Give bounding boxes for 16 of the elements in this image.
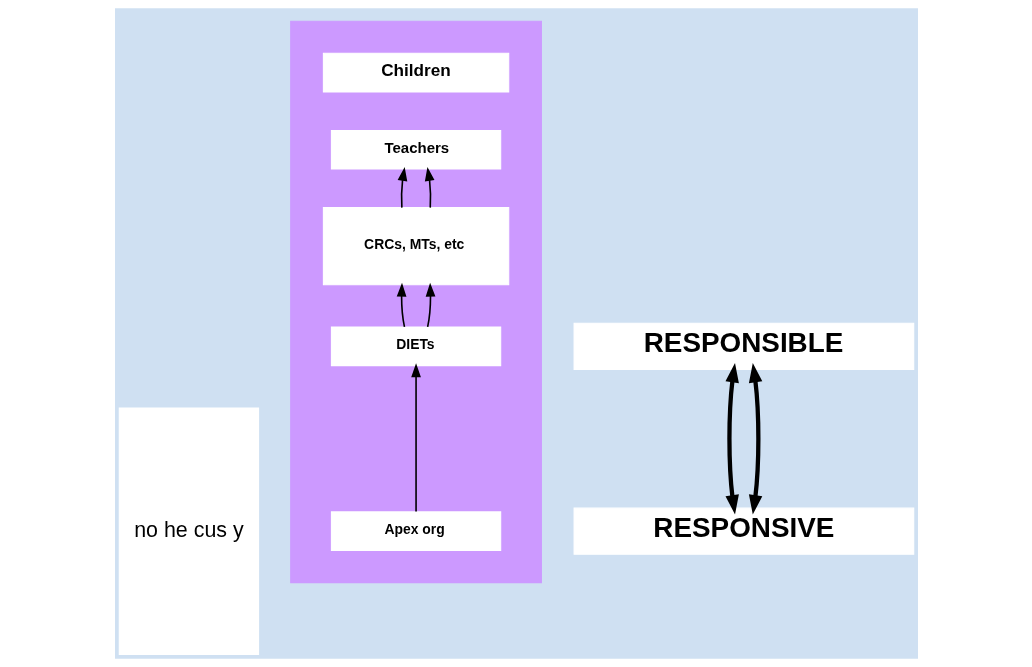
arrow bbox=[748, 363, 762, 515]
node-box: Teachers bbox=[330, 129, 501, 170]
node-box: no he cus y bbox=[118, 407, 259, 655]
arrow bbox=[425, 282, 435, 328]
node-box: RESPONSIBLE bbox=[573, 322, 914, 370]
cluster bbox=[289, 20, 542, 584]
arrow bbox=[725, 363, 739, 515]
node-box: RESPONSIVE bbox=[573, 507, 914, 555]
arrow bbox=[410, 363, 421, 513]
node-box: Apex org bbox=[330, 511, 501, 551]
node-box: DIETs bbox=[330, 326, 501, 367]
node-box: CRCs, MTs, etc bbox=[322, 207, 509, 286]
arrow bbox=[397, 166, 407, 209]
arrow bbox=[396, 282, 406, 328]
arrow bbox=[424, 166, 434, 209]
node-box: Children bbox=[322, 52, 509, 93]
